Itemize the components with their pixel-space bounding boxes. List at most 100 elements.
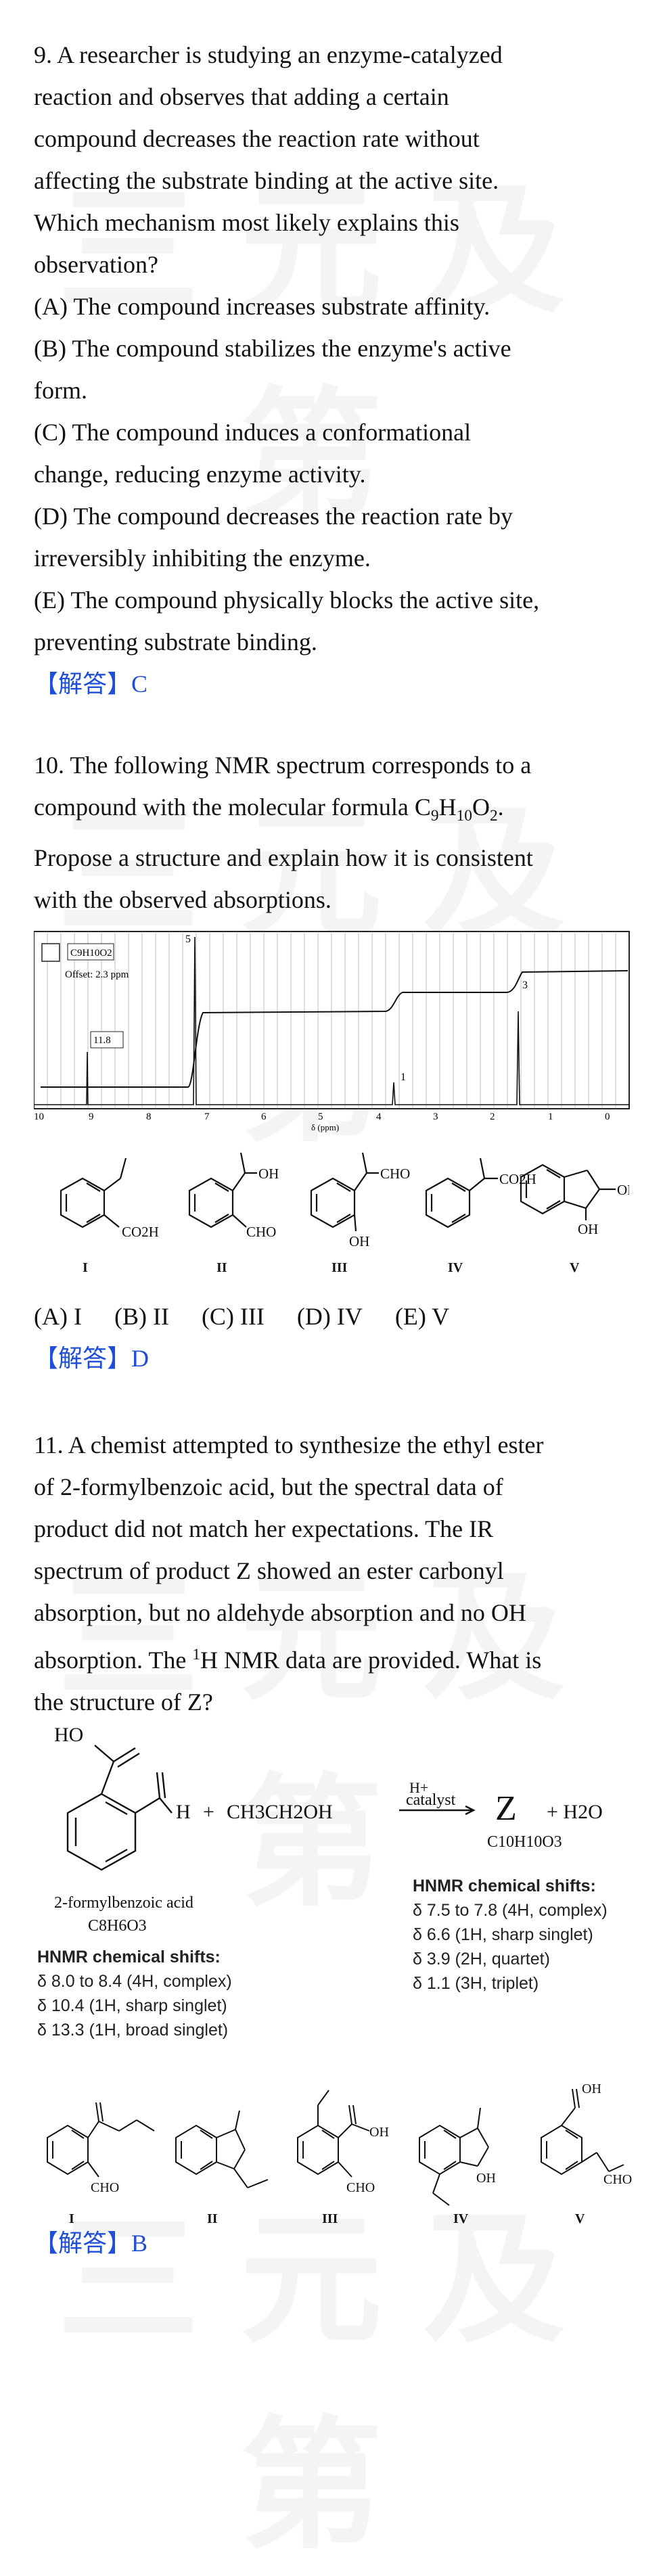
nmr-data-reactant: HNMR chemical shifts: δ 8.0 to 8.4 (4H, … (37, 1945, 232, 2042)
plus-sign: + (203, 1801, 214, 1823)
formula-element: O (472, 794, 490, 821)
question-line: Propose a structure and explain how it i… (34, 844, 533, 872)
answer-label: 【解答】B (34, 2230, 148, 2257)
question-line: observation? (34, 251, 158, 278)
question-text: compound with the molecular formula C (34, 794, 431, 821)
option-b: (B) II (114, 1303, 169, 1330)
option-line: form. (34, 377, 87, 404)
option-row: (A) I(B) II(C) III(D) IV(E) V (34, 1295, 636, 1337)
nmr-data-product: HNMR chemical shifts: δ 7.5 to 7.8 (4H, … (413, 1874, 608, 1996)
option-e: (E) V (394, 1303, 450, 1330)
nmr-spectrum: C9H10O2 Offset: 2.3 ppm 11.8 5 1 3 10 9 … (34, 931, 630, 1132)
axis-tick: 8 (146, 1111, 152, 1122)
nmr-shift: δ 8.0 to 8.4 (4H, complex) (37, 1972, 232, 1991)
question-line: affecting the substrate binding at the a… (34, 167, 499, 194)
q11-answer: 【解答】B (34, 2222, 636, 2264)
question-text: absorption. The (34, 1647, 193, 1674)
question-line: reaction and observes that adding a cert… (34, 83, 449, 110)
option-line: (D) The compound decreases the reaction … (34, 503, 513, 530)
spectrum-grid (47, 932, 616, 1109)
structure-label: V (575, 2211, 585, 2226)
integral-label: 1 (401, 1072, 406, 1083)
nmr-shift: δ 13.3 (1H, broad singlet) (37, 2021, 229, 2040)
axis-tick: 4 (376, 1111, 382, 1122)
group-label: CHO (246, 1224, 276, 1240)
formula-sub: 9 (430, 807, 439, 825)
nmr-shift: δ 7.5 to 7.8 (4H, complex) (413, 1901, 608, 1920)
axis-tick: 5 (318, 1111, 323, 1122)
reactant-group: HO (54, 1724, 83, 1746)
question-10: 10. The following NMR spectrum correspon… (34, 744, 636, 921)
question-line: 11. A chemist attempted to synthesize th… (34, 1431, 544, 1458)
water-label: + H2O (547, 1801, 603, 1823)
question-line: absorption. The 1H NMR data are provided… (34, 1634, 636, 1681)
axis-tick: 9 (89, 1111, 94, 1122)
question-line: Which mechanism most likely explains thi… (34, 209, 459, 236)
question-11: 11. A chemist attempted to synthesize th… (34, 1424, 636, 1723)
reactant-group: H (176, 1801, 191, 1823)
structure-label: I (83, 1260, 88, 1275)
group-label: CHO (603, 2172, 632, 2187)
peak-label: 11.8 (93, 1035, 111, 1046)
q11-structures: CHO OH CHO OH OH CHO I II III IV V (47, 2082, 632, 2226)
structure-label: III (332, 1260, 348, 1275)
question-line: absorption, but no aldehyde absorption a… (34, 1599, 526, 1626)
axis-tick: 1 (548, 1111, 553, 1122)
nmr-shift: δ 10.4 (1H, sharp singlet) (37, 1996, 227, 2015)
question-text: . (497, 794, 504, 821)
option-line: (E) The compound physically blocks the a… (34, 586, 540, 614)
ethanol-label: CH3CH2OH (227, 1801, 333, 1823)
structure-label: III (322, 2211, 338, 2226)
axis-tick: 7 (204, 1111, 210, 1122)
q10-options: (A) I(B) II(C) III(D) IV(E) V 【解答】D (34, 1295, 636, 1379)
option-line: preventing substrate binding. (34, 628, 317, 656)
catalyst-label: H+ (409, 1779, 428, 1796)
answer-label: 【解答】D (34, 1345, 149, 1372)
group-label: OH (349, 1233, 369, 1249)
question-text: H NMR data are provided. What is (200, 1647, 542, 1674)
reactant-formula: C8H6O3 (88, 1917, 147, 1935)
axis-tick: 3 (433, 1111, 438, 1122)
option-line: irreversibly inhibiting the enzyme. (34, 545, 371, 572)
catalyst-label: catalyst (406, 1791, 456, 1809)
nmr-title: HNMR chemical shifts: (413, 1877, 596, 1895)
option-line: change, reducing enzyme activity. (34, 461, 366, 488)
axis-tick: 10 (34, 1111, 44, 1122)
structure-label: IV (448, 1260, 463, 1275)
axis-tick: 2 (490, 1111, 495, 1122)
question-line: with the observed absorptions. (34, 886, 332, 914)
option-d: (D) IV (296, 1303, 363, 1330)
offset-label: Offset: 2.3 ppm (65, 969, 129, 980)
product-formula: C10H10O3 (487, 1833, 562, 1851)
formula-sub: 2 (489, 807, 498, 825)
question-9: 9. A researcher is studying an enzyme-ca… (34, 34, 636, 705)
axis-tick: 0 (605, 1111, 610, 1122)
group-label: CO2H (122, 1224, 159, 1240)
option-line: (C) The compound induces a conformationa… (34, 419, 472, 446)
question-line: 9. A researcher is studying an enzyme-ca… (34, 41, 503, 68)
group-label: CHO (91, 2180, 119, 2195)
group-label: OH (578, 1221, 598, 1237)
axis-tick: 6 (261, 1111, 267, 1122)
group-label: CHO (380, 1166, 410, 1182)
reactant-name: 2-formylbenzoic acid (54, 1894, 193, 1912)
structure-label: IV (453, 2211, 469, 2226)
group-label: OH (617, 1182, 629, 1198)
formula-element: H (438, 794, 457, 821)
reaction-scheme: HO H + CH3CH2OH H+ catalyst Z C10H10O3 +… (54, 1724, 603, 1935)
option-line: (A) The compound increases substrate aff… (34, 293, 490, 320)
spectrum-trace (34, 936, 629, 1105)
question-line: spectrum of product Z showed an ester ca… (34, 1557, 504, 1584)
superscript: 1 (192, 1646, 201, 1663)
option-c: (C) III (201, 1303, 265, 1330)
structure-label: V (570, 1260, 580, 1275)
group-label: OH (369, 2125, 389, 2140)
spectrum-formula-label: C9H10O2 (70, 948, 112, 959)
nmr-title: HNMR chemical shifts: (37, 1948, 221, 1967)
structure-label: II (207, 2211, 218, 2226)
nmr-shift: δ 3.9 (2H, quartet) (413, 1950, 550, 1969)
group-label: OH (476, 2171, 496, 2186)
question-line: product did not match her expectations. … (34, 1515, 494, 1542)
question-line: 10. The following NMR spectrum correspon… (34, 752, 532, 779)
nmr-shift: δ 6.6 (1H, sharp singlet) (413, 1925, 593, 1944)
